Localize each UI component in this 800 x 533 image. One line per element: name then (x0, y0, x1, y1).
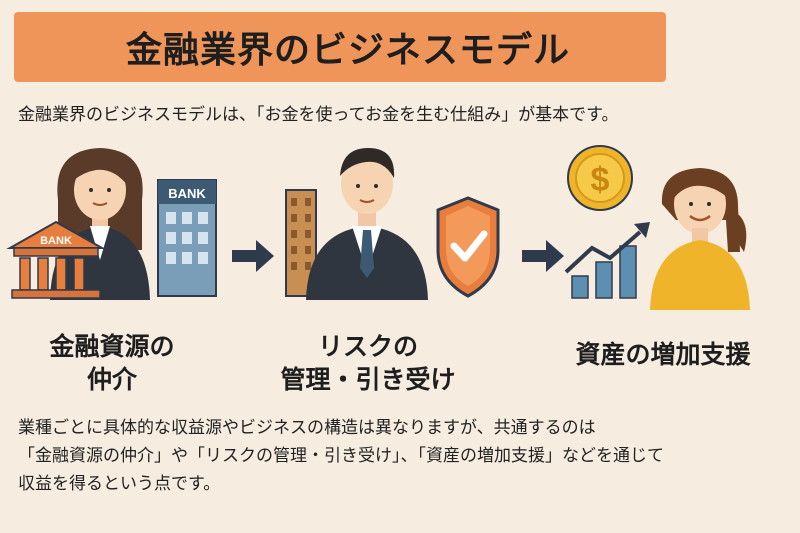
summary-text: 業種ごとに具体的な収益源やビジネスの構造は異なりますが、共通するのは 「金融資源… (18, 414, 664, 498)
summary-line: 「金融資源の仲介」や「リスクの管理・引き受け」、「資産の増加支援」などを通じて (18, 446, 664, 466)
growth-chart-icon (564, 222, 650, 299)
bank-sign-small: BANK (168, 186, 206, 201)
step-label-line: 金融資源の (49, 332, 175, 361)
bank-sign-temple: BANK (40, 235, 72, 247)
step-label-line: 資産の増加支援 (575, 340, 751, 369)
summary-line: 収益を得るという点です。 (18, 474, 221, 494)
title-banner: 金融業界のビジネスモデル (14, 12, 666, 82)
arrow-right-icon (232, 240, 274, 272)
intro-text: 金融業界のビジネスモデルは、「お金を使ってお金を生む仕組み」が基本です。 (18, 105, 619, 125)
bank-building-icon: BANK (6, 220, 106, 299)
page-title: 金融業界のビジネスモデル (126, 30, 571, 71)
step-label-line: 管理・引き受け (280, 365, 456, 394)
arrow-right-icon (522, 240, 564, 272)
summary-line: 業種ごとに具体的な収益源やビジネスの構造は異なりますが、共通するのは (18, 418, 596, 438)
step-label-line: リスクの (317, 332, 418, 361)
illustration-row: BANK BANK (6, 145, 750, 310)
step-label-intermediation: 金融資源の 仲介 (12, 330, 212, 396)
step-label-risk-management: リスクの 管理・引き受け (258, 330, 478, 396)
coin-icon: $ (567, 145, 633, 211)
smiling-woman-icon (650, 168, 750, 310)
coin-symbol: $ (591, 161, 610, 199)
businessman-icon (306, 148, 428, 300)
shield-check-icon (436, 196, 500, 298)
office-building-icon: BANK (157, 179, 217, 297)
step-label-line: 仲介 (86, 365, 137, 394)
step-label-asset-growth: 資産の増加支援 (548, 338, 778, 371)
